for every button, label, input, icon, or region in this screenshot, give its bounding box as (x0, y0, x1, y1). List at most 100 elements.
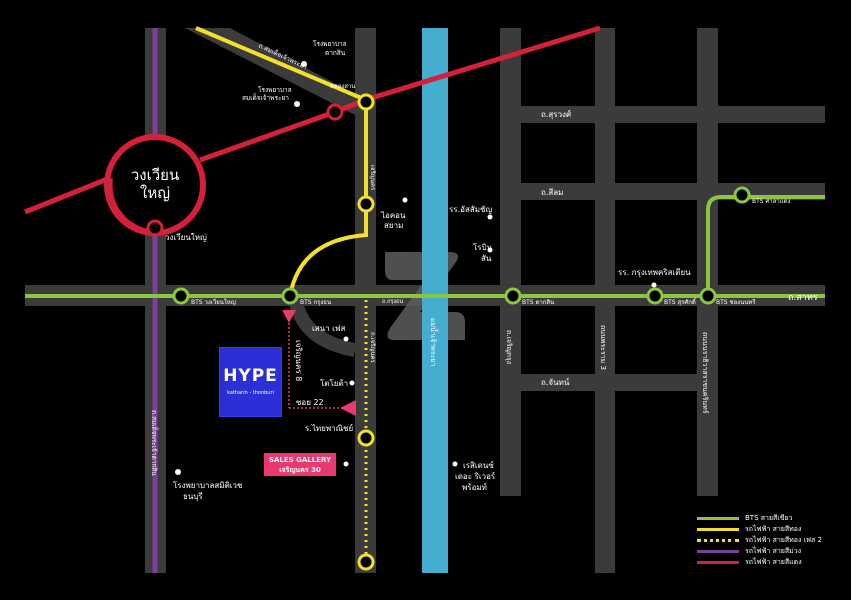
station-surasak-label: BTS สุรศักดิ์ (664, 297, 697, 306)
station-wongwian-yai[interactable] (172, 287, 190, 305)
station-red-somdet[interactable] (326, 103, 344, 121)
roundabout-label-1: วงเวียน (131, 166, 179, 184)
legend-swatch (697, 528, 739, 531)
residence-label-3: พร้อมท์ (462, 482, 487, 492)
legend-swatch (697, 539, 739, 542)
road-charoen-krung (500, 28, 521, 496)
samitivej-label-2: ธนบุรี (183, 492, 203, 501)
legend-item-purple: รถไฟฟ้า สายสีม่วง (697, 546, 827, 557)
pin-residence (452, 461, 458, 467)
sales-gallery-title: SALES GALLERY (268, 456, 332, 464)
station-charoen-nakhon[interactable] (357, 195, 375, 213)
river-label: แม่น้ำเจ้าพระยา (429, 318, 440, 367)
robinson-label-1: โรบิน (473, 242, 493, 252)
sales-gallery-box[interactable]: SALES GALLERY เจริญนคร 30 (264, 453, 336, 476)
hype-project-logo[interactable]: HYPE katharin - thonburi (219, 347, 282, 417)
legend-label: BTS สายสีเขียว (745, 514, 793, 522)
station-sala-daeng-label: BTS ศาลาแดง (752, 198, 790, 205)
pin-hospital-somdet (294, 101, 300, 107)
station-wongwian-yai-label: BTS วงเวียนใหญ่ (191, 298, 236, 306)
iconsiam-label-2: สยาม (384, 221, 403, 230)
map-legend: BTS สายสีเขียว รถไฟฟ้า สายสีทอง รถไฟฟ้า … (697, 513, 827, 568)
station-chong-nonsi-label: BTS ช่องนนทรี (716, 298, 756, 306)
toyota-label: โตโยต้า (320, 378, 348, 388)
station-sala-daeng[interactable] (733, 186, 751, 204)
legend-item-bts: BTS สายสีเขียว (697, 513, 827, 524)
legend-item-gold-phase2: รถไฟฟ้า สายสีทอง เฟส 2 (697, 535, 827, 546)
road-charoen-nakhon-main-label: ถ.เจริญนคร (369, 332, 376, 364)
pin-robinson (487, 247, 493, 253)
stations (146, 93, 751, 571)
christian-label: รร. กรุงเทพคริสเตียน (618, 268, 691, 277)
roundabout-label-2: ใหญ่ (140, 184, 170, 202)
legend-label: รถไฟฟ้า สายสีแดง (745, 558, 802, 566)
hospital-taksin-label-2: ตากสิน (325, 49, 346, 57)
sena-fest-label: เสนา เฟส (312, 324, 346, 333)
samitivej-label-1: โรงพยาบาลสมิติเวช (173, 480, 243, 490)
road-sathorn-label: ถ.สาทร (788, 293, 818, 303)
robinson-label-2: สัน (481, 254, 492, 263)
soi22-label: ซอย 22 (296, 398, 324, 407)
chao-phraya-river (422, 28, 448, 573)
pin-assumption (487, 214, 493, 220)
road-surawong (500, 106, 825, 123)
pin-hospital-samitivej (175, 469, 181, 475)
landmark-pins (175, 61, 657, 475)
pin-christian (651, 282, 657, 288)
pin-iconsiam (402, 197, 408, 203)
red-line (24, 25, 601, 215)
road-charoen-krung-label: ถ.เจริญกรุง (505, 330, 513, 364)
station-thai-commercial[interactable] (357, 429, 375, 447)
iconsiam-label-1: ไอคอน (380, 211, 406, 220)
soi22-marker (340, 400, 356, 416)
pin-sales (343, 461, 349, 467)
legend-swatch (697, 517, 739, 520)
hype-brand: HYPE (223, 366, 278, 386)
hospital-taksin-label-1: โรงพยาบาล (313, 40, 347, 48)
gold-line-curve-shadow (288, 294, 357, 357)
legend-swatch (697, 550, 739, 553)
road-somdet (185, 28, 376, 115)
station-surasak[interactable] (646, 287, 664, 305)
legend-label: รถไฟฟ้า สายสีทอง (745, 525, 802, 533)
station-south-terminus[interactable] (357, 553, 375, 571)
legend-swatch (697, 561, 739, 564)
road-narathiwat-label: ถนนนราธิวาสราชนครินทร์ (701, 332, 709, 414)
legend-item-red: รถไฟฟ้า สายสีแดง (697, 557, 827, 568)
station-krung-thon-buri[interactable] (281, 287, 299, 305)
red-line-roundabout-arc (106, 177, 156, 236)
residence-label-1: เรสิเดนซ์ (463, 460, 494, 470)
station-wongwian-yai-red-label: วงเวียนใหญ่ (165, 233, 207, 242)
pin-toyota (349, 380, 355, 386)
legend-label: รถไฟฟ้า สายสีทอง เฟส 2 (745, 536, 822, 544)
sales-gallery-subtitle: เจริญนคร 30 (279, 466, 321, 474)
road-charoen-nakhon-gold-label: เจริญนคร (369, 165, 376, 191)
legend-label: รถไฟฟ้า สายสีม่วง (745, 547, 802, 555)
road-silom-label: ถ.สีลม (541, 188, 563, 197)
station-saphan-taksin[interactable] (504, 287, 522, 305)
khlong-san-label: คลองสาน (330, 83, 355, 90)
thai-commercial-label: ร.ไทยพาณิชย์ (305, 423, 353, 433)
residence-label-2: เดอะ ริเวอร์ (455, 471, 496, 481)
road-chonlaprathan-label: ถ.สมเด็จพระเจ้าตากสิน (150, 410, 159, 476)
gold-line (195, 26, 368, 297)
legend-item-gold: รถไฟฟ้า สายสีทอง (697, 524, 827, 535)
road-rama3-label: ถนนพระราม 3 (599, 325, 607, 370)
pin-sena-fest (343, 336, 349, 342)
hype-tagline: katharin - thonburi (227, 390, 274, 396)
road-charoen-nakhon-soi8-label: เจริญนคร 8 (294, 340, 303, 381)
station-chong-nonsi[interactable] (699, 287, 717, 305)
road-surawong-label: ถ.สุรวงศ์ (541, 109, 571, 119)
station-wongwian-yai-red[interactable] (146, 219, 164, 237)
road-chan (500, 374, 718, 391)
station-khlong-san[interactable] (357, 93, 375, 111)
station-saphan-taksin-label: BTS ตากสิน (522, 299, 554, 306)
soi8-marker (282, 310, 296, 323)
hospital-somdet-label-1: โรงพยาบาล (258, 86, 292, 94)
pin-hospital-taksin (301, 61, 307, 67)
road-krung-thon-label: ถ.กรุงธน (382, 298, 403, 305)
station-krung-thon-buri-label: BTS กรุงธน (300, 299, 331, 306)
bts-green-line (25, 195, 825, 298)
road-chan-label: ถ.จันทน์ (541, 377, 570, 387)
